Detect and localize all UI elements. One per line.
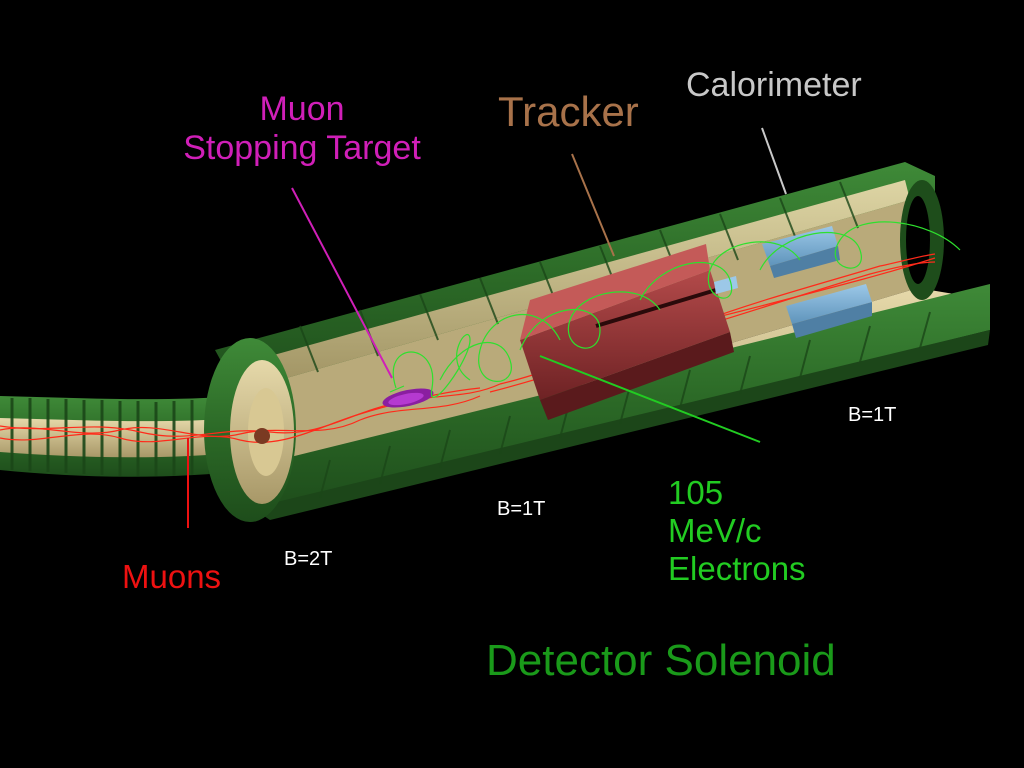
electron-trajectories [389, 221, 961, 398]
tracker-leader [571, 153, 615, 257]
target-leader [291, 187, 393, 379]
stopping-target-label-line2: Stopping Target [183, 129, 421, 168]
electrons-label-line1: 105 [668, 474, 724, 511]
calorimeter-leader [761, 127, 787, 195]
electrons-label: 105 MeV/c Electrons [668, 474, 806, 588]
calorimeter-label: Calorimeter [686, 66, 862, 104]
stopping-target-label-line1: Muon [259, 90, 345, 128]
stopping-target-label: Muon Stopping Target [162, 90, 442, 168]
electrons-label-line3: Electrons [668, 549, 806, 587]
field-label-middle: B=1T [497, 498, 546, 520]
calorimeter-body [714, 226, 872, 338]
field-label-left: B=2T [284, 548, 333, 570]
tracker-label: Tracker [498, 88, 639, 135]
muons-label: Muons [122, 558, 222, 595]
stopping-target [254, 388, 434, 444]
electrons-leader [539, 355, 761, 443]
detector-solenoid-label: Detector Solenoid [486, 636, 836, 685]
field-label-right: B=1T [848, 404, 897, 426]
electrons-label-line2: MeV/c [668, 511, 762, 549]
detector-solenoid-cylinder [204, 162, 990, 522]
